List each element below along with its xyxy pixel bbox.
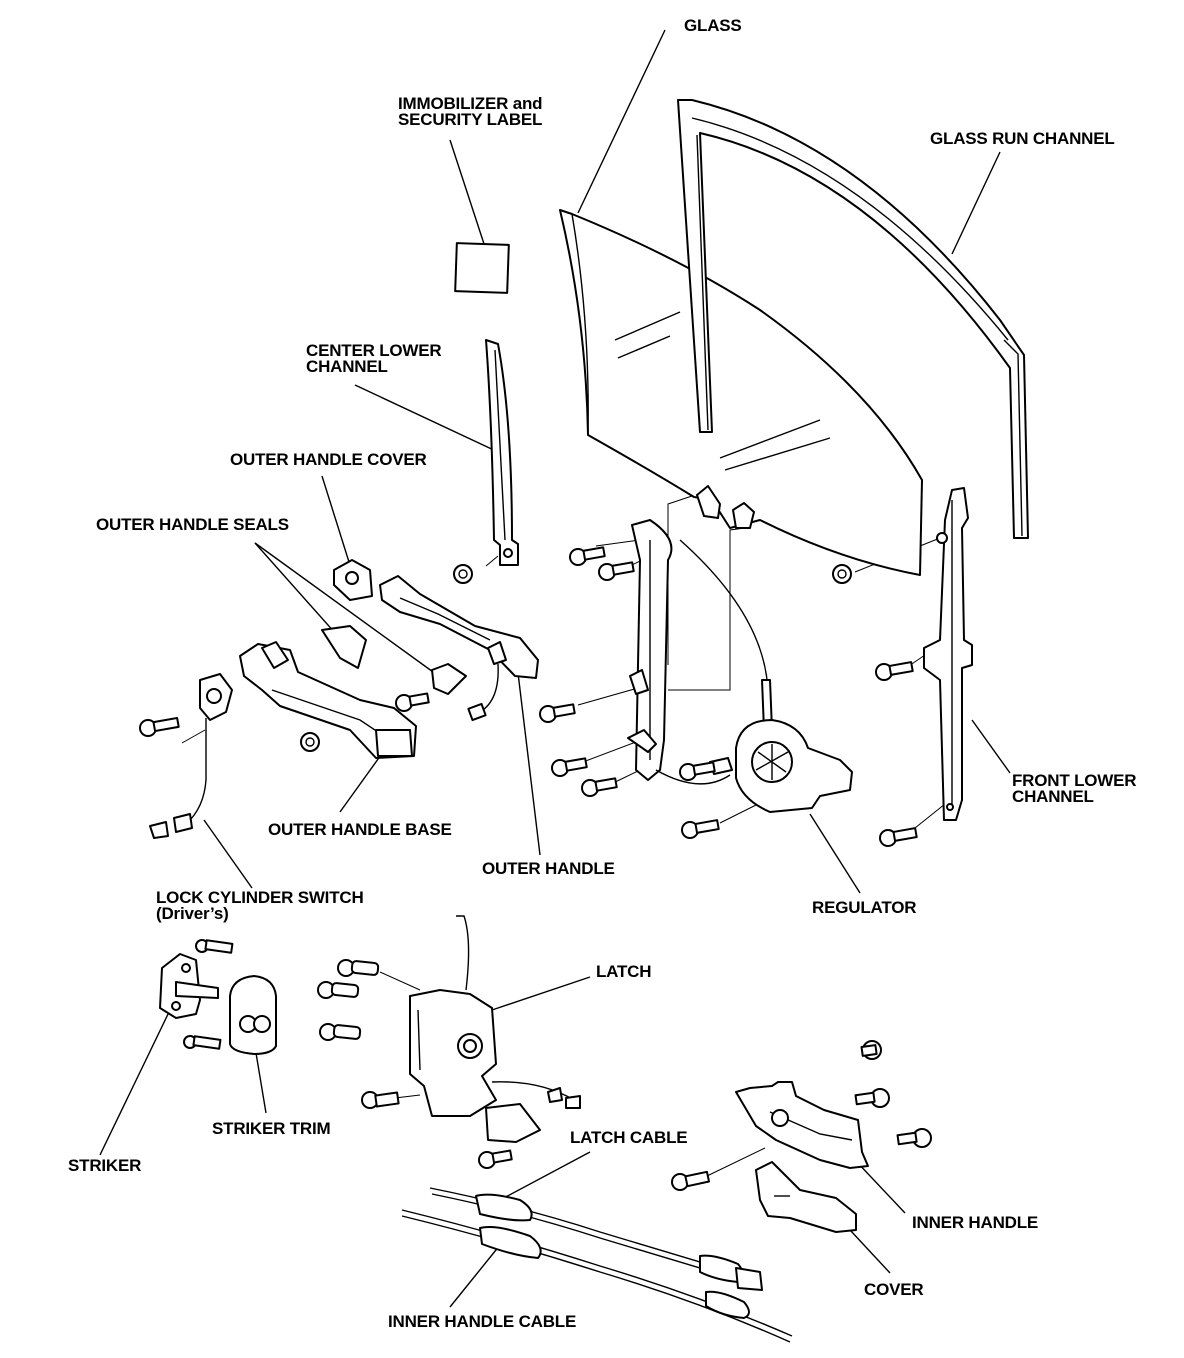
label-outer-handle-cover: OUTER HANDLE COVER: [230, 450, 427, 469]
striker-part: [159, 953, 219, 1019]
latch-cable-part: [429, 1187, 763, 1291]
label-glass: GLASS: [684, 16, 742, 35]
label-lock-cylinder-line2: (Driver’s): [156, 904, 229, 923]
label-cover: COVER: [864, 1280, 924, 1299]
label-immobilizer-line2: SECURITY LABEL: [398, 110, 543, 129]
label-outer-handle: OUTER HANDLE: [482, 859, 615, 878]
leader-lines: [99, 29, 1011, 1308]
label-regulator: REGULATOR: [812, 898, 917, 917]
regulator-part: [627, 519, 853, 813]
label-front-lower-line1: FRONT LOWER: [1012, 771, 1137, 790]
bolt-icon: [139, 532, 948, 1191]
label-inner-handle: INNER HANDLE: [912, 1213, 1039, 1232]
glass-part: [559, 209, 923, 576]
label-outer-handle-seals: OUTER HANDLE SEALS: [96, 515, 289, 534]
latch-part: [409, 915, 581, 1143]
label-latch: LATCH: [596, 962, 652, 981]
label-latch-cable: LATCH CABLE: [570, 1128, 688, 1147]
label-lock-cylinder-line1: LOCK CYLINDER SWITCH: [156, 888, 364, 907]
outer-handle-cover-part: [333, 559, 373, 601]
striker-trim-part: [229, 975, 277, 1055]
label-glass-run-channel: GLASS RUN CHANNEL: [930, 129, 1115, 148]
label-striker: STRIKER: [68, 1156, 142, 1175]
outer-handle-part: [379, 575, 539, 722]
center-lower-channel-part: [485, 339, 519, 566]
lock-cylinder-switch-part: [149, 673, 233, 839]
outer-handle-seals-part: [321, 625, 467, 695]
label-center-lower-channel: CENTER LOWER CHANNEL: [306, 341, 442, 376]
inner-handle-cable-part: [401, 1209, 793, 1343]
label-outer-handle-base: OUTER HANDLE BASE: [268, 820, 452, 839]
glass-run-channel-part: [677, 99, 1029, 539]
label-front-lower-line2: CHANNEL: [1012, 787, 1094, 806]
label-front-lower-channel: FRONT LOWER CHANNEL: [1012, 771, 1137, 806]
cover-part: [755, 1161, 857, 1233]
label-striker-trim: STRIKER TRIM: [212, 1119, 331, 1138]
immobilizer-security-label-part: [454, 242, 510, 294]
label-center-lower-line1: CENTER LOWER: [306, 341, 442, 360]
label-immobilizer-line1: IMMOBILIZER and: [398, 94, 543, 113]
label-center-lower-line2: CHANNEL: [306, 357, 388, 376]
label-lock-cylinder-switch: LOCK CYLINDER SWITCH (Driver’s): [156, 888, 364, 923]
inner-handle-part: [735, 1081, 869, 1169]
label-inner-handle-cable: INNER HANDLE CABLE: [388, 1312, 577, 1331]
front-lower-channel-part: [923, 487, 973, 821]
outer-handle-base-part: [239, 641, 417, 759]
label-immobilizer-security: IMMOBILIZER and SECURITY LABEL: [398, 94, 543, 129]
